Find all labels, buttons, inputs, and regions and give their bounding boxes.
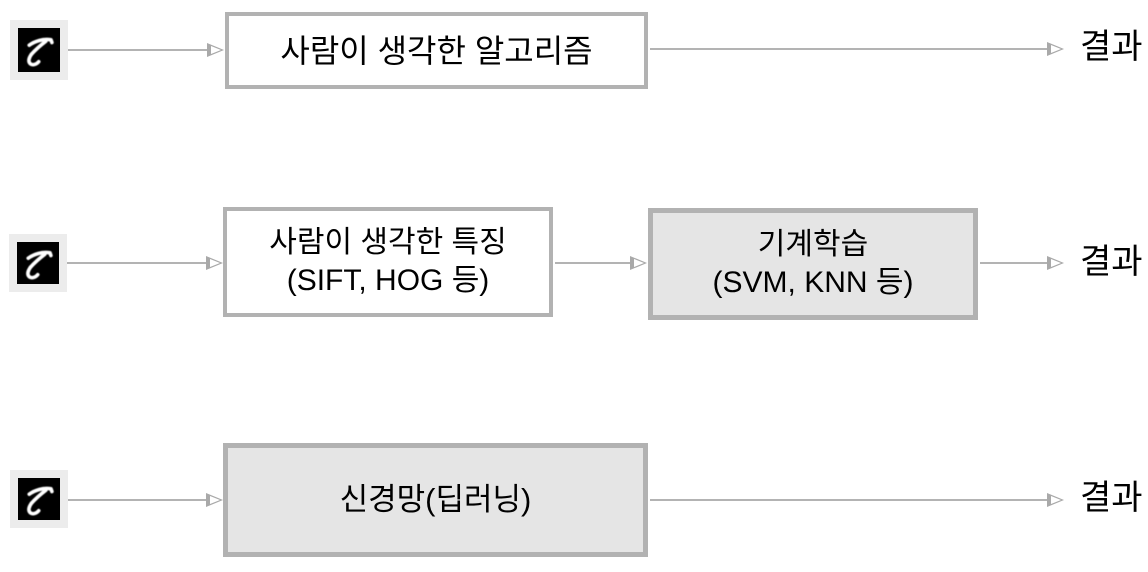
result-label: 결과 bbox=[1080, 479, 1143, 517]
mnist-input-thumbnail bbox=[10, 470, 68, 528]
arrow-line bbox=[980, 262, 1049, 264]
arrow-box-to-result-icon bbox=[650, 493, 1064, 507]
box-label: 사람이 생각한 알고리즘 bbox=[280, 32, 593, 69]
arrow-line bbox=[650, 48, 1049, 50]
box-human-designed-features: 사람이 생각한 특징 (SIFT, HOG 등) bbox=[223, 207, 553, 317]
arrowhead-inner bbox=[210, 259, 220, 267]
arrowhead-inner bbox=[634, 259, 644, 267]
box-label-line2: (SVM, KNN 등) bbox=[712, 266, 914, 299]
box-label: 신경망(딥러닝) bbox=[339, 482, 532, 517]
arrow-box-to-result-icon bbox=[650, 42, 1064, 56]
mnist-input-thumbnail bbox=[10, 20, 68, 80]
arrowhead-inner bbox=[1051, 259, 1061, 267]
arrow-line bbox=[67, 262, 208, 264]
mnist-input-thumbnail bbox=[9, 234, 67, 292]
arrow-box-to-result-icon bbox=[980, 256, 1064, 270]
box-label-line2: (SIFT, HOG 등) bbox=[286, 264, 490, 297]
arrow-input-to-box-icon bbox=[68, 43, 224, 57]
box-label-line1: 사람이 생각한 특징 bbox=[269, 226, 507, 259]
arrow-line bbox=[650, 499, 1049, 501]
result-label: 결과 bbox=[1080, 243, 1143, 281]
arrowhead-inner bbox=[211, 46, 221, 54]
box-label-line1: 기계학습 bbox=[757, 228, 869, 261]
arrow-line bbox=[68, 499, 208, 501]
handwritten-digit-5-icon bbox=[18, 28, 60, 72]
arrow-input-to-box-icon bbox=[68, 493, 223, 507]
box-neural-network-deep-learning: 신경망(딥러닝) bbox=[223, 443, 648, 557]
arrow-input-to-box-icon bbox=[67, 256, 223, 270]
arrow-line bbox=[555, 262, 632, 264]
arrowhead-inner bbox=[210, 496, 220, 504]
box-human-designed-algorithm: 사람이 생각한 알고리즘 bbox=[225, 12, 648, 89]
arrowhead-inner bbox=[1051, 45, 1061, 53]
box-machine-learning: 기계학습 (SVM, KNN 등) bbox=[648, 208, 978, 320]
result-label: 결과 bbox=[1080, 28, 1143, 66]
arrowhead-inner bbox=[1051, 496, 1061, 504]
handwritten-digit-5-icon bbox=[17, 242, 59, 284]
handwritten-digit-5-icon bbox=[18, 478, 60, 520]
arrow-line bbox=[68, 49, 209, 51]
arrow-features-to-ml-icon bbox=[555, 256, 647, 270]
